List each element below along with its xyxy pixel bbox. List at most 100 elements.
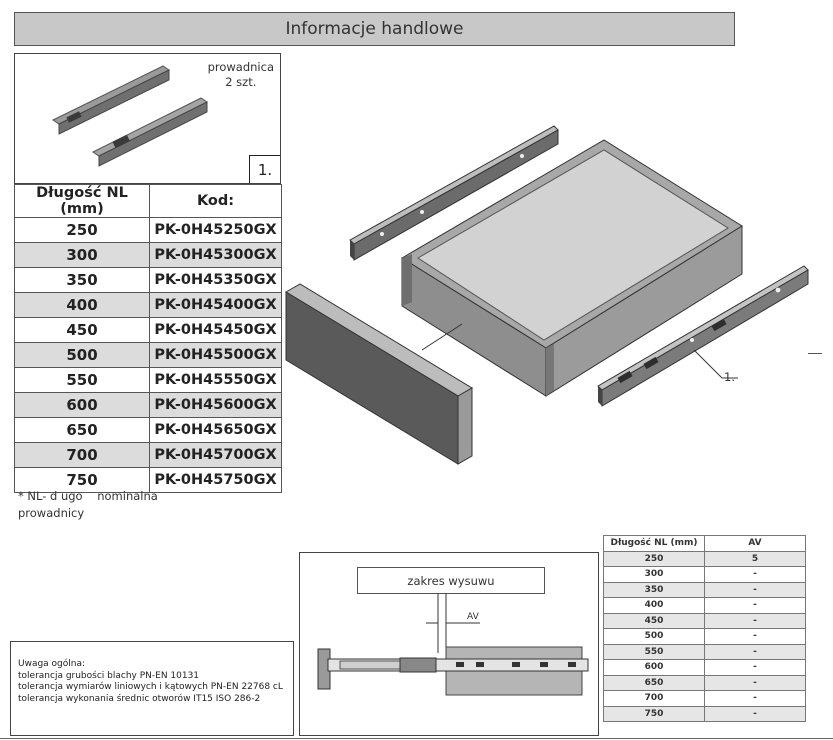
extension-schematic [317, 593, 589, 696]
length-cell: 700 [14, 442, 150, 468]
front-panel [285, 283, 473, 465]
code-cell: PK-0H45350GX [149, 267, 282, 293]
av-header-av: AV [704, 535, 806, 552]
table-row: 600- [603, 659, 806, 676]
code-cell: PK-0H45300GX [149, 242, 282, 268]
length-cell: 350 [14, 267, 150, 293]
rear-rail [349, 125, 559, 261]
length-cell: 600 [14, 392, 150, 418]
av-header-row: Długość NL (mm) AV [603, 535, 806, 552]
table-row: 500- [603, 628, 806, 645]
table-row: 700- [603, 690, 806, 707]
bottom-divider [0, 738, 833, 739]
av-length-cell: 250 [603, 550, 705, 567]
photo-caption: prowadnica 2 szt. [208, 60, 274, 90]
av-length-cell: 500 [603, 628, 705, 645]
drawer-exploded-drawing [285, 125, 809, 465]
av-value-cell: - [704, 612, 806, 629]
header-length: Długość NL (mm) [14, 184, 150, 218]
part-label: 1. [724, 370, 735, 384]
footnote: * NL- d ugo nominalna prowadnicy [18, 488, 158, 522]
length-cell: 750 [14, 467, 150, 493]
av-value-cell: - [704, 659, 806, 676]
table-header-row: Długość NL (mm) Kod: [14, 184, 282, 218]
av-length-cell: 650 [603, 674, 705, 691]
code-cell: PK-0H45600GX [149, 392, 282, 418]
extension-diagram: zakres wysuwu AV [299, 552, 599, 736]
length-cell: 650 [14, 417, 150, 443]
av-length-cell: 450 [603, 612, 705, 629]
note-title: Uwaga ogólna: [18, 659, 86, 669]
av-length-cell: 600 [603, 659, 705, 676]
table-row: 350- [603, 581, 806, 598]
diagram-title: zakres wysuwu [357, 567, 545, 594]
front-rail [597, 265, 809, 407]
footnote-line1: * NL- d ugo nominalna [18, 489, 158, 503]
length-cell: 400 [14, 292, 150, 318]
av-value-cell: - [704, 705, 806, 722]
table-row: 650- [603, 674, 806, 691]
header-code: Kod: [149, 184, 282, 218]
edge-tick [808, 353, 822, 354]
code-cell: PK-0H45550GX [149, 367, 282, 393]
code-cell: PK-0H45450GX [149, 317, 282, 343]
part-badge: 1. [249, 155, 280, 183]
av-value-cell: 5 [704, 550, 806, 567]
av-value-cell: - [704, 581, 806, 598]
page-header: Informacje handlowe [14, 12, 735, 46]
av-length-cell: 350 [603, 581, 705, 598]
code-cell: PK-0H45500GX [149, 342, 282, 368]
av-value-cell: - [704, 674, 806, 691]
length-cell: 250 [14, 217, 150, 243]
table-row: 750- [603, 705, 806, 722]
note-line: tolerancja wykonania średnic otworów IT1… [18, 693, 261, 704]
av-value-cell: - [704, 597, 806, 614]
length-cell: 550 [14, 367, 150, 393]
av-value-cell: - [704, 690, 806, 707]
av-value-cell: - [704, 628, 806, 645]
table-row: 450- [603, 612, 806, 629]
av-length-cell: 700 [603, 690, 705, 707]
general-note: Uwaga ogólna: tolerancja grubości blachy… [10, 641, 294, 736]
av-header-length: Długość NL (mm) [603, 535, 705, 552]
av-length-cell: 400 [603, 597, 705, 614]
note-text: Uwaga ogólna: tolerancja grubości blachy… [18, 659, 283, 705]
av-value-cell: - [704, 566, 806, 583]
caption-line2: 2 szt. [225, 75, 257, 89]
av-length-cell: 300 [603, 566, 705, 583]
table-row: 300- [603, 566, 806, 583]
drawer-box [401, 139, 743, 397]
av-length-cell: 550 [603, 643, 705, 660]
code-cell: PK-0H45700GX [149, 442, 282, 468]
code-cell: PK-0H45250GX [149, 217, 282, 243]
note-line: tolerancja grubości blachy PN-EN 10131 [18, 670, 200, 681]
page-title: Informacje handlowe [285, 19, 464, 39]
av-dimension-label: AV [467, 612, 479, 622]
code-cell: PK-0H45650GX [149, 417, 282, 443]
table-row: 550- [603, 643, 806, 660]
code-cell: PK-0H45400GX [149, 292, 282, 318]
product-photo: prowadnica 2 szt. 1. [14, 53, 281, 184]
length-cell: 450 [14, 317, 150, 343]
caption-line1: prowadnica [207, 60, 274, 74]
slide-rails-image [51, 65, 208, 167]
av-length-cell: 750 [603, 705, 705, 722]
code-cell: PK-0H45750GX [149, 467, 282, 493]
note-line: tolerancja wymiarów liniowych i kątowych… [18, 682, 283, 692]
footnote-line2: prowadnicy [18, 506, 85, 520]
table-row: 400- [603, 597, 806, 614]
length-cell: 300 [14, 242, 150, 268]
